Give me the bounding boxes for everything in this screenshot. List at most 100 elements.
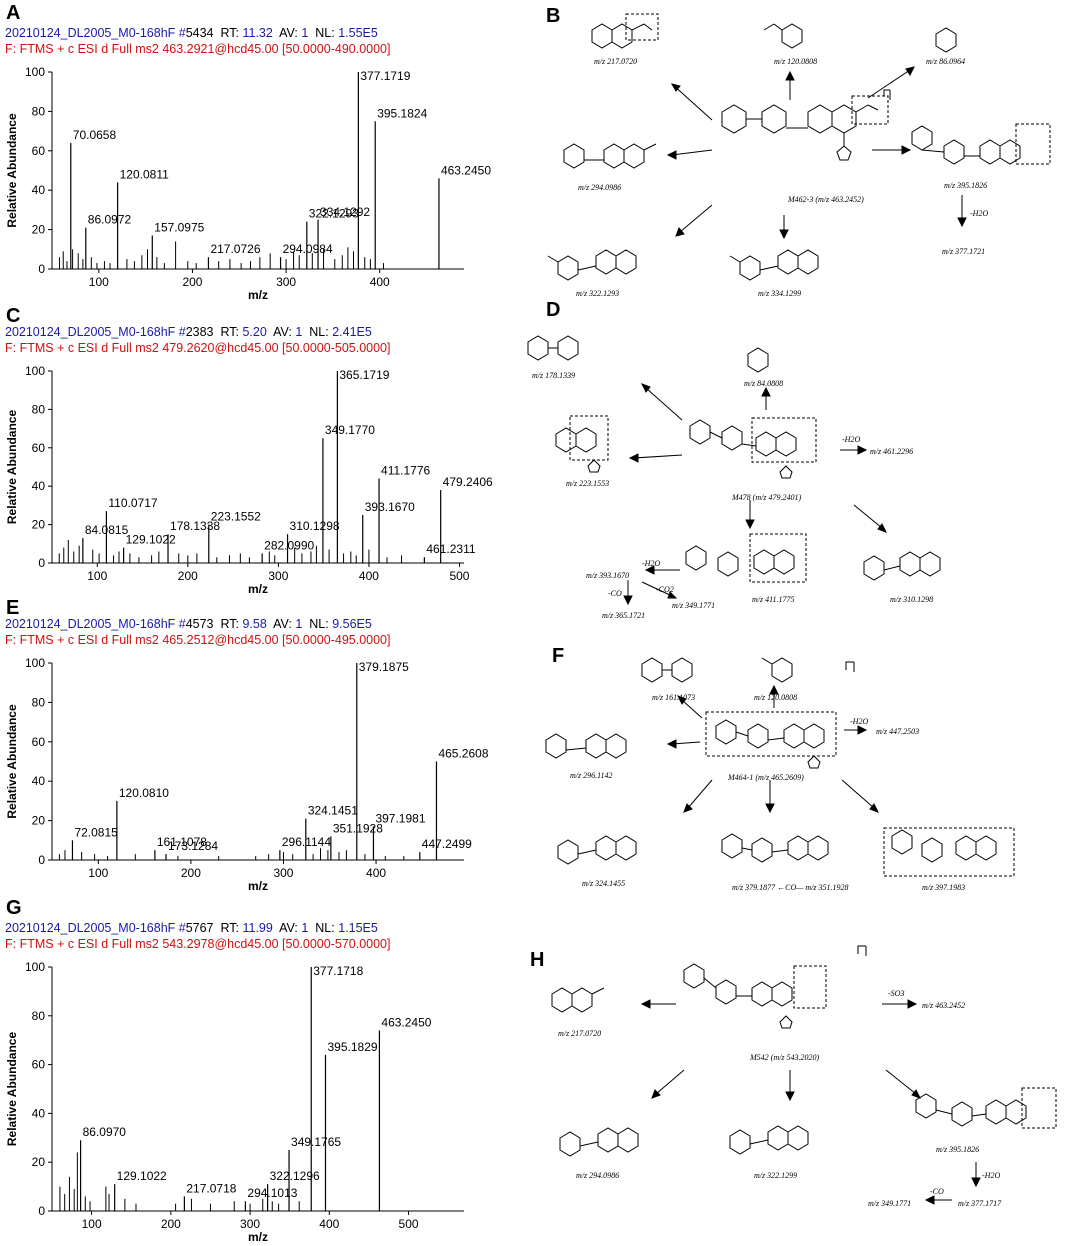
- y-tick-label: 60: [32, 144, 46, 158]
- peak-label-461.2311: 461.2311: [426, 542, 475, 556]
- x-axis-label: m/z: [248, 879, 268, 893]
- fragment-324-f: [557, 835, 637, 865]
- x-tick-label: 200: [181, 866, 201, 880]
- nl-label: NL:: [315, 26, 335, 40]
- spectrum-filter-g: F: FTMS + c ESI d Full ms2 543.2978@hcd4…: [5, 937, 391, 951]
- rt-value: 9.58: [242, 617, 267, 631]
- x-tick-label: 400: [359, 569, 379, 583]
- fragment-217-b: [591, 13, 659, 49]
- rt-label: RT:: [220, 617, 239, 631]
- peak-label-379.1875: 379.1875: [359, 660, 409, 674]
- av-value: 1: [301, 921, 309, 935]
- peak-label-447.2499: 447.2499: [422, 837, 472, 851]
- label-447-f: m/z 447.2503: [876, 727, 919, 736]
- label-loss-so3-h: -SO3: [888, 989, 904, 998]
- fragment-120-b: [763, 23, 803, 49]
- parent-structure-b: [721, 89, 891, 161]
- peak-label-463.2450: 463.2450: [381, 1015, 431, 1029]
- y-axis-label: Relative Abundance: [5, 410, 19, 525]
- spectrum-header-e: 20210124_DL2005_M0-168hF #4573 RT: 9.58 …: [5, 617, 372, 631]
- y-axis-label: Relative Abundance: [5, 113, 19, 228]
- label-377-h: m/z 377.1717: [958, 1199, 1002, 1208]
- label-parent-h: M542 (m/z 543.2020): [749, 1053, 819, 1062]
- peak-label-217.0726: 217.0726: [210, 242, 260, 256]
- y-tick-label: 80: [32, 104, 46, 118]
- nl-label: NL:: [309, 325, 329, 339]
- fragment-294-b: [563, 143, 657, 169]
- label-349-h: m/z 349.1771: [868, 1199, 911, 1208]
- fragment-178-d: [527, 335, 579, 361]
- label-334-b: m/z 334.1299: [758, 289, 801, 298]
- fragment-397-f: [883, 827, 1015, 877]
- rt-value: 11.99: [242, 921, 273, 935]
- peak-label-479.2406: 479.2406: [443, 475, 493, 489]
- x-tick-label: 200: [161, 1217, 181, 1231]
- peak-label-395.1829: 395.1829: [327, 1040, 377, 1054]
- av-label: AV:: [273, 325, 292, 339]
- label-294-b: m/z 294.0986: [578, 183, 621, 192]
- nl-label: NL:: [309, 617, 329, 631]
- y-tick-label: 40: [32, 1106, 46, 1120]
- label-223-d: m/z 223.1553: [566, 479, 609, 488]
- peak-label-296.1144: 296.1144: [282, 835, 331, 849]
- x-axis-label: m/z: [248, 288, 268, 302]
- panel-letter-b: B: [546, 5, 560, 27]
- label-310-d: m/z 310.1298: [890, 595, 933, 604]
- label-379-351-f: m/z 379.1877 ←CO— m/z 351.1928: [732, 883, 848, 892]
- x-tick-label: 400: [366, 866, 386, 880]
- y-tick-label: 100: [25, 960, 45, 974]
- peak-label-86.0970: 86.0970: [83, 1125, 127, 1139]
- av-value: 1: [295, 617, 303, 631]
- label-322-b: m/z 322.1293: [576, 289, 619, 298]
- peak-label-161.1078: 161.1078: [157, 835, 207, 849]
- parent-structure-d: [689, 417, 817, 479]
- x-tick-label: 300: [276, 275, 296, 289]
- label-loss-h2o-h: -H2O: [982, 1171, 1000, 1180]
- peak-label-70.0658: 70.0658: [73, 128, 117, 142]
- peak-label-282.0990: 282.0990: [264, 538, 314, 552]
- fragment-322-b: [547, 249, 637, 281]
- peak-label-129.1022: 129.1022: [117, 1169, 167, 1183]
- label-161-f: m/z 161.1073: [652, 693, 695, 702]
- rt-value: 5.20: [242, 325, 267, 339]
- peak-label-365.1719: 365.1719: [339, 368, 389, 382]
- peak-label-463.2450: 463.2450: [441, 163, 491, 177]
- scan-number: 5434: [185, 26, 214, 40]
- x-tick-label: 400: [319, 1217, 339, 1231]
- fragmentation-arrows-b: [666, 66, 967, 240]
- peak-label-294.1013: 294.1013: [247, 1186, 297, 1200]
- label-377-b: m/z 377.1721: [942, 247, 985, 256]
- y-tick-label: 60: [32, 441, 46, 455]
- fragment-223-d: [555, 415, 609, 473]
- x-tick-label: 200: [178, 569, 198, 583]
- x-tick-label: 100: [82, 1217, 102, 1231]
- label-395-b: m/z 395.1826: [944, 181, 987, 190]
- label-178-d: m/z 178.1339: [532, 371, 575, 380]
- spectrum-filter-e: F: FTMS + c ESI d Full ms2 465.2512@hcd4…: [5, 633, 391, 647]
- fragmentation-arrows-f: [666, 684, 880, 814]
- rt-value: 11.32: [242, 26, 273, 40]
- label-395-h: m/z 395.1826: [936, 1145, 979, 1154]
- peak-label-157.0975: 157.0975: [154, 221, 204, 235]
- panel-letter-d: D: [546, 299, 560, 321]
- scan-number: 4573: [185, 617, 214, 631]
- fragment-84-d: [747, 347, 769, 373]
- y-tick-label: 60: [32, 735, 46, 749]
- y-tick-label: 40: [32, 479, 46, 493]
- av-label: AV:: [279, 26, 298, 40]
- fragmentation-arrows-d: [623, 383, 888, 606]
- rt-label: RT:: [220, 26, 239, 40]
- scan-number: 5767: [185, 921, 214, 935]
- peak-label-397.1981: 397.1981: [375, 812, 425, 826]
- label-parent-d: M478 (m/z 479.2401): [731, 493, 801, 502]
- peak-label-129.1022: 129.1022: [126, 533, 176, 547]
- parent-structure-h: [683, 945, 867, 1029]
- fragment-310-d: [863, 551, 941, 581]
- peak-label-310.1298: 310.1298: [290, 519, 340, 533]
- panel-letter-g: G: [6, 897, 22, 919]
- peak-label-377.1718: 377.1718: [313, 964, 363, 978]
- label-349-d: m/z 349.1771: [672, 601, 715, 610]
- y-tick-label: 80: [32, 402, 46, 416]
